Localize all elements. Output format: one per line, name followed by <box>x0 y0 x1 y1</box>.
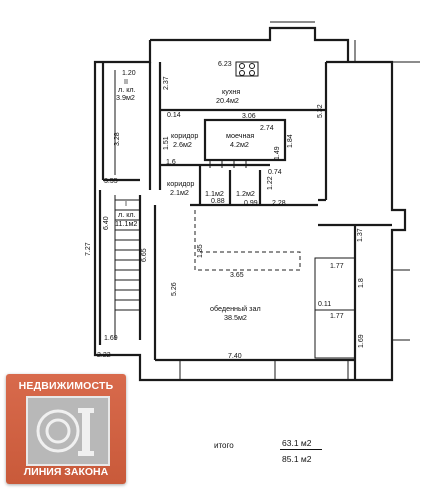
dim-2-28: 2.28 <box>272 200 286 207</box>
totals-value-2: 85.1 м2 <box>282 454 312 464</box>
dim-3-55: 3.55 <box>104 178 118 185</box>
dim-1-8: 1.8 <box>358 278 365 288</box>
washroom-area: 4.2м2 <box>230 140 249 149</box>
dim-1-51: 1.51 <box>163 136 170 150</box>
stair-upper-sub: л. кл. <box>118 85 136 94</box>
dining-area: 38.5м2 <box>224 313 247 322</box>
dim-6-40: 6.40 <box>103 216 110 230</box>
stair-upper-area: 3.9м2 <box>116 93 135 102</box>
dim-0-74: 0.74 <box>268 169 282 176</box>
dim-1-6: 1.6 <box>166 159 176 166</box>
dining-name: обеденный зал <box>210 304 261 313</box>
totals-divider <box>280 449 322 450</box>
stair-lower-sub: л. кл. <box>118 210 136 219</box>
totals-block: итого 63.1 м2 85.1 м2 <box>210 438 330 468</box>
stair-lower-name: I <box>125 199 127 208</box>
dim-1-69a: 1.69 <box>104 335 118 342</box>
dim-1-77b: 1.77 <box>330 313 344 320</box>
dim-0-14: 0.14 <box>167 112 181 119</box>
column-emblem-icon <box>26 396 110 466</box>
dim-1-85: 1.85 <box>197 244 204 258</box>
dim-3-06: 3.06 <box>242 113 256 120</box>
dim-1-22: 1.22 <box>267 176 274 190</box>
logo-line-1: НЕДВИЖИМОСТЬ <box>18 380 114 392</box>
stair-upper-name: II <box>124 77 128 86</box>
dim-0-11: 0.11 <box>318 301 331 308</box>
dim-0-99: 0.99 <box>244 200 258 207</box>
dim-1-37: 1.37 <box>357 228 364 242</box>
dim-2-22: 2.22 <box>97 352 111 359</box>
walls <box>93 21 420 382</box>
totals-label: итого <box>214 441 234 450</box>
stair-lower-area: 11.1м2 <box>115 219 137 228</box>
dim-1-84: 1.84 <box>287 134 294 148</box>
dim-6-65: 6.65 <box>141 248 148 262</box>
dim-2-74: 2.74 <box>260 125 274 132</box>
dim-2-37: 2.37 <box>163 76 170 90</box>
kitchen-area: 20.4м2 <box>216 96 239 105</box>
dim-7-27: 7.27 <box>85 242 92 256</box>
dim-5-32: 5.32 <box>317 104 324 118</box>
dim-0-88: 0.88 <box>211 198 225 205</box>
corridor-top-area: 2.6м2 <box>173 140 192 149</box>
washroom-name: моечная <box>226 131 254 140</box>
dim-6-23: 6.23 <box>218 61 232 68</box>
corridor-mid-name: коридор <box>167 179 194 188</box>
dim-1-69b: 1.69 <box>358 334 365 348</box>
dim-1-20: 1.20 <box>122 70 136 77</box>
dim-7-40: 7.40 <box>228 353 242 360</box>
dim-5-26: 5.26 <box>171 282 178 296</box>
dimension-labels: 6.23 1.20 2.37 5.32 3.06 2.74 0.14 1.84 … <box>85 61 365 360</box>
dim-1-77a: 1.77 <box>330 263 344 270</box>
kitchen-name: кухня <box>222 87 240 96</box>
dim-1-49: 1.49 <box>274 146 281 160</box>
logo-line-2: ЛИНИЯ ЗАКОНА <box>23 466 109 478</box>
dim-3-28: 3.28 <box>114 132 121 146</box>
corridor-mid-area: 2.1м2 <box>170 188 189 197</box>
small-room-2-area: 1.2м2 <box>236 189 255 198</box>
corridor-top-name: коридор <box>171 131 198 140</box>
dim-3-65: 3.65 <box>230 272 244 279</box>
totals-value-1: 63.1 м2 <box>282 438 312 448</box>
small-room-1-area: 1.1м2 <box>205 189 224 198</box>
company-logo: НЕДВИЖИМОСТЬ ЛИНИЯ ЗАКОНА <box>6 374 126 484</box>
